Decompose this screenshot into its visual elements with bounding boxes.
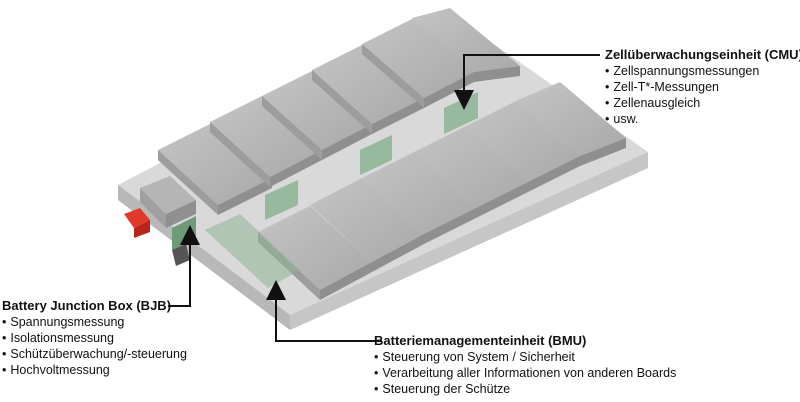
bjb-label: Battery Junction Box (BJB) Spannungsmess…: [2, 297, 187, 378]
bjb-item: Isolationsmessung: [2, 330, 187, 346]
battery-cell: [414, 126, 528, 218]
hv-connector-red: [124, 208, 150, 238]
cmu-label: Zellüberwachungseinheit (CMU) Zellspannu…: [605, 46, 800, 127]
cmu-item: Zell-T*-Messungen: [605, 79, 800, 95]
bjb-item: Hochvoltmessung: [2, 362, 187, 378]
cmu-title: Zellüberwachungseinheit (CMU): [605, 47, 800, 62]
battery-cell: [312, 44, 424, 134]
bmu-item: Steuerung der Schütze: [374, 381, 676, 397]
battery-cell: [518, 82, 626, 166]
cmu-item: Zellenausgleich: [605, 95, 800, 111]
bmu-label: Batteriemanagementeinheit (BMU) Steuerun…: [374, 332, 676, 397]
bmu-item: Verarbeitung aller Informationen von and…: [374, 365, 676, 381]
bmu-item: Steuerung von System / Sicherheit: [374, 349, 676, 365]
battery-cell: [310, 178, 424, 272]
bmu-list: Steuerung von System / Sicherheit Verarb…: [374, 349, 676, 397]
cell-row-front: [258, 82, 626, 300]
battery-cell: [362, 18, 474, 108]
battery-cell: [210, 96, 322, 187]
callout-bjb: [168, 225, 200, 307]
bmu-title: Batteriemanagementeinheit (BMU): [374, 333, 587, 348]
battery-cell: [362, 152, 476, 244]
battery-cell: [262, 70, 372, 160]
battery-cell: [158, 123, 272, 215]
cmu-item: usw.: [605, 111, 800, 127]
bjb-list: Spannungsmessung Isolationsmessung Schüt…: [2, 314, 187, 378]
cell-row-back: [158, 8, 520, 215]
bmu-board: [205, 214, 300, 288]
cmu-item: Zellspannungsmessungen: [605, 63, 800, 79]
hv-connector-dark: [172, 244, 190, 266]
battery-cell: [466, 100, 580, 192]
bjb-item: Spannungsmessung: [2, 314, 187, 330]
cmu-list: Zellspannungsmessungen Zell-T*-Messungen…: [605, 63, 800, 127]
bjb-title: Battery Junction Box (BJB): [2, 298, 172, 313]
callout-bmu: [266, 280, 382, 342]
bjb-item: Schützüberwachung/-steuerung: [2, 346, 187, 362]
callout-cmu: [454, 54, 600, 110]
